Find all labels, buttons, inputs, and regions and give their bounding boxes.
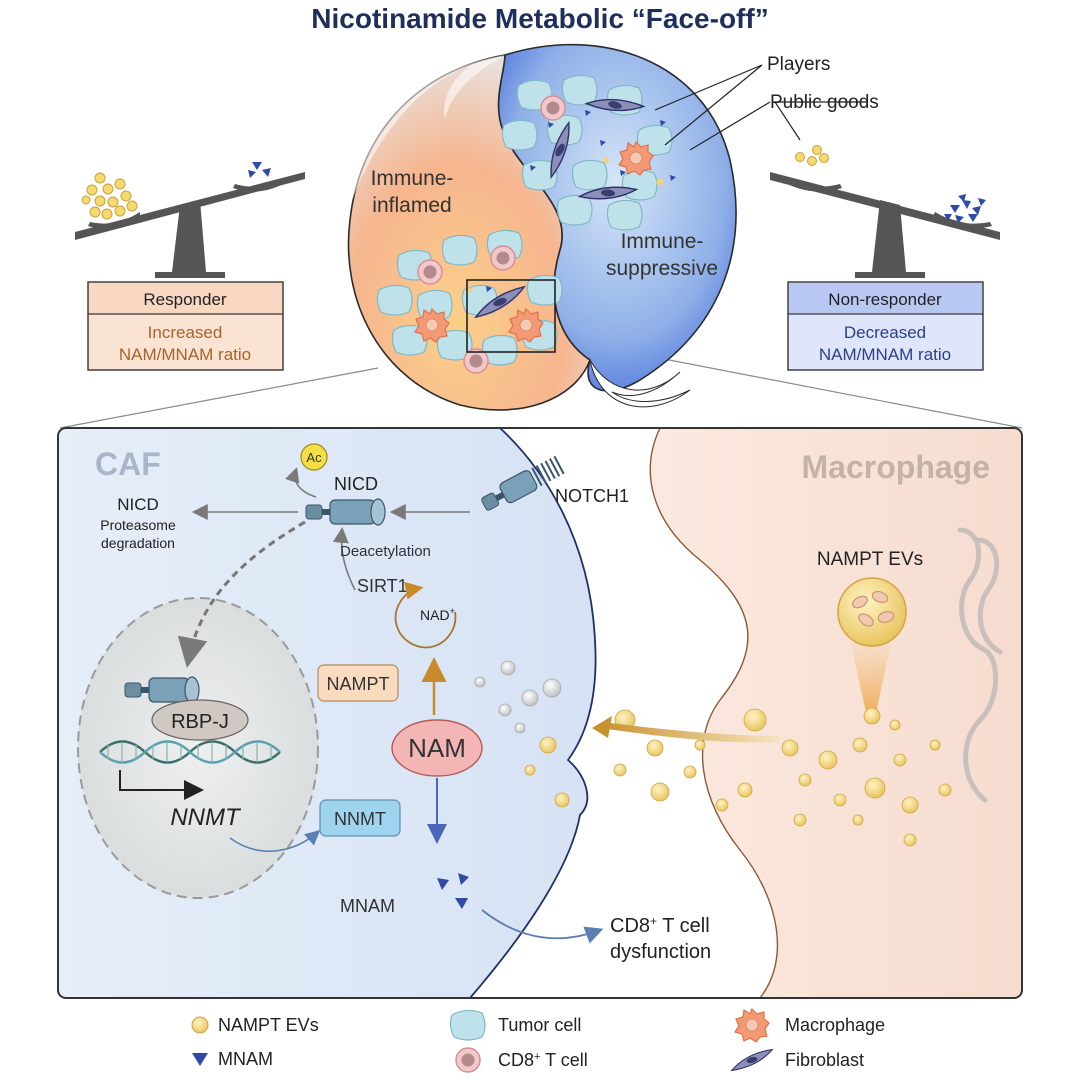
nonresponder-scale: Non-responder Decreased NAM/MNAM ratio: [770, 145, 1000, 371]
responder-line2: NAM/MNAM ratio: [119, 345, 251, 364]
nicd-degradation-2: Proteasome: [100, 517, 176, 533]
macrophage-membrane-stacks: [957, 527, 1003, 803]
nampt-ev-magnified: [837, 577, 907, 647]
legend-tumor-label: Tumor cell: [498, 1015, 581, 1035]
nampt-evs-label: NAMPT EVs: [817, 549, 923, 570]
nam-label: NAM: [408, 733, 466, 763]
nonresponder-title: Non-responder: [828, 290, 942, 309]
macrophage-label: Macrophage: [802, 449, 990, 485]
legend-cd8-label: CD8+ T cell: [498, 1050, 588, 1070]
tumor-yin-yang: Immune- inflamed Immune- suppressive Pla…: [59, 43, 1023, 429]
mnam-molecules: [437, 873, 469, 909]
responder-scale: Responder Increased NAM/MNAM ratio: [75, 162, 305, 371]
nicd-label: NICD: [334, 474, 378, 494]
legend-item-cd8: CD8+ T cell: [455, 1047, 588, 1073]
mnam-label: MNAM: [340, 896, 395, 916]
responder-line1: Increased: [148, 323, 223, 342]
legend-item-nampt-evs: NAMPT EVs: [191, 1015, 319, 1035]
legend-item-tumor: Tumor cell: [449, 1009, 581, 1041]
public-goods-label: Public goods: [770, 92, 879, 113]
legend-mnam-label: MNAM: [218, 1049, 273, 1069]
legend: NAMPT EVs MNAM Tumor cell CD8+ T cell Ma…: [191, 1008, 885, 1073]
sirt1-label: SIRT1: [357, 576, 408, 596]
cd8-dysfunction-line1: CD8+ T cell: [610, 914, 710, 937]
ev-transfer-arrow: [600, 722, 780, 743]
nonresponder-line2: NAM/MNAM ratio: [819, 345, 951, 364]
nicd-protein: [305, 498, 386, 526]
nonresponder-ev-pile: [795, 145, 829, 166]
responder-mnam-pile: [248, 162, 271, 178]
acetyl-group: [300, 443, 328, 471]
cd8-dysfunction-line2: dysfunction: [610, 941, 711, 963]
rbpj-complex: [124, 676, 249, 741]
legend-fibroblast-label: Fibroblast: [785, 1050, 864, 1070]
notch1-receptor: [481, 455, 565, 511]
suppressive-cell-cluster: [501, 74, 676, 231]
legend-item-macrophage: Macrophage: [734, 1008, 885, 1043]
nampt-enzyme-box: [317, 664, 399, 702]
nicd-degradation-3: degradation: [101, 535, 175, 551]
rbpj-label: RBP-J: [171, 711, 229, 733]
responder-title: Responder: [143, 290, 227, 309]
nad-label: NAD+: [420, 606, 455, 623]
nicd-degradation-1: NICD: [117, 495, 159, 514]
deacetylation-label: Deacetylation: [340, 543, 431, 560]
figure-title: Nicotinamide Metabolic “Face-off”: [311, 3, 768, 34]
legend-nampt-evs-label: NAMPT EVs: [218, 1015, 319, 1035]
mechanism-panel: CAF Macrophage Ac NICD NOTCH1: [57, 427, 1023, 999]
nnmt-enzyme-label: NNMT: [334, 809, 386, 829]
legend-item-mnam: MNAM: [192, 1049, 273, 1069]
caf-label: CAF: [95, 446, 161, 482]
nonresponder-mnam-pile: [944, 194, 986, 223]
acetyl-label: Ac: [306, 450, 322, 465]
nonresponder-line1: Decreased: [844, 323, 926, 342]
notch1-label: NOTCH1: [555, 486, 629, 506]
nampt-enzyme-label: NAMPT: [327, 674, 390, 694]
nam-node: [391, 719, 483, 777]
grey-particles: [474, 660, 562, 734]
immune-inflamed-label-2: inflamed: [372, 194, 451, 217]
legend-item-fibroblast: Fibroblast: [728, 1048, 864, 1072]
responder-ev-pile: [81, 172, 138, 220]
inflamed-cell-cluster: [376, 229, 563, 374]
macrophage-region: [649, 428, 1022, 998]
players-label: Players: [767, 54, 830, 75]
ev-particles: [524, 708, 952, 847]
immune-suppressive-label-2: suppressive: [606, 257, 718, 280]
legend-macrophage-label: Macrophage: [785, 1015, 885, 1035]
nnmt-gene-label: NNMT: [170, 804, 242, 831]
dna-helix: [99, 740, 281, 764]
immune-inflamed-label-1: Immune-: [371, 167, 454, 190]
immune-suppressive-label-1: Immune-: [621, 230, 704, 253]
zoom-region-box: [466, 279, 556, 353]
nnmt-enzyme-box: [319, 799, 401, 837]
